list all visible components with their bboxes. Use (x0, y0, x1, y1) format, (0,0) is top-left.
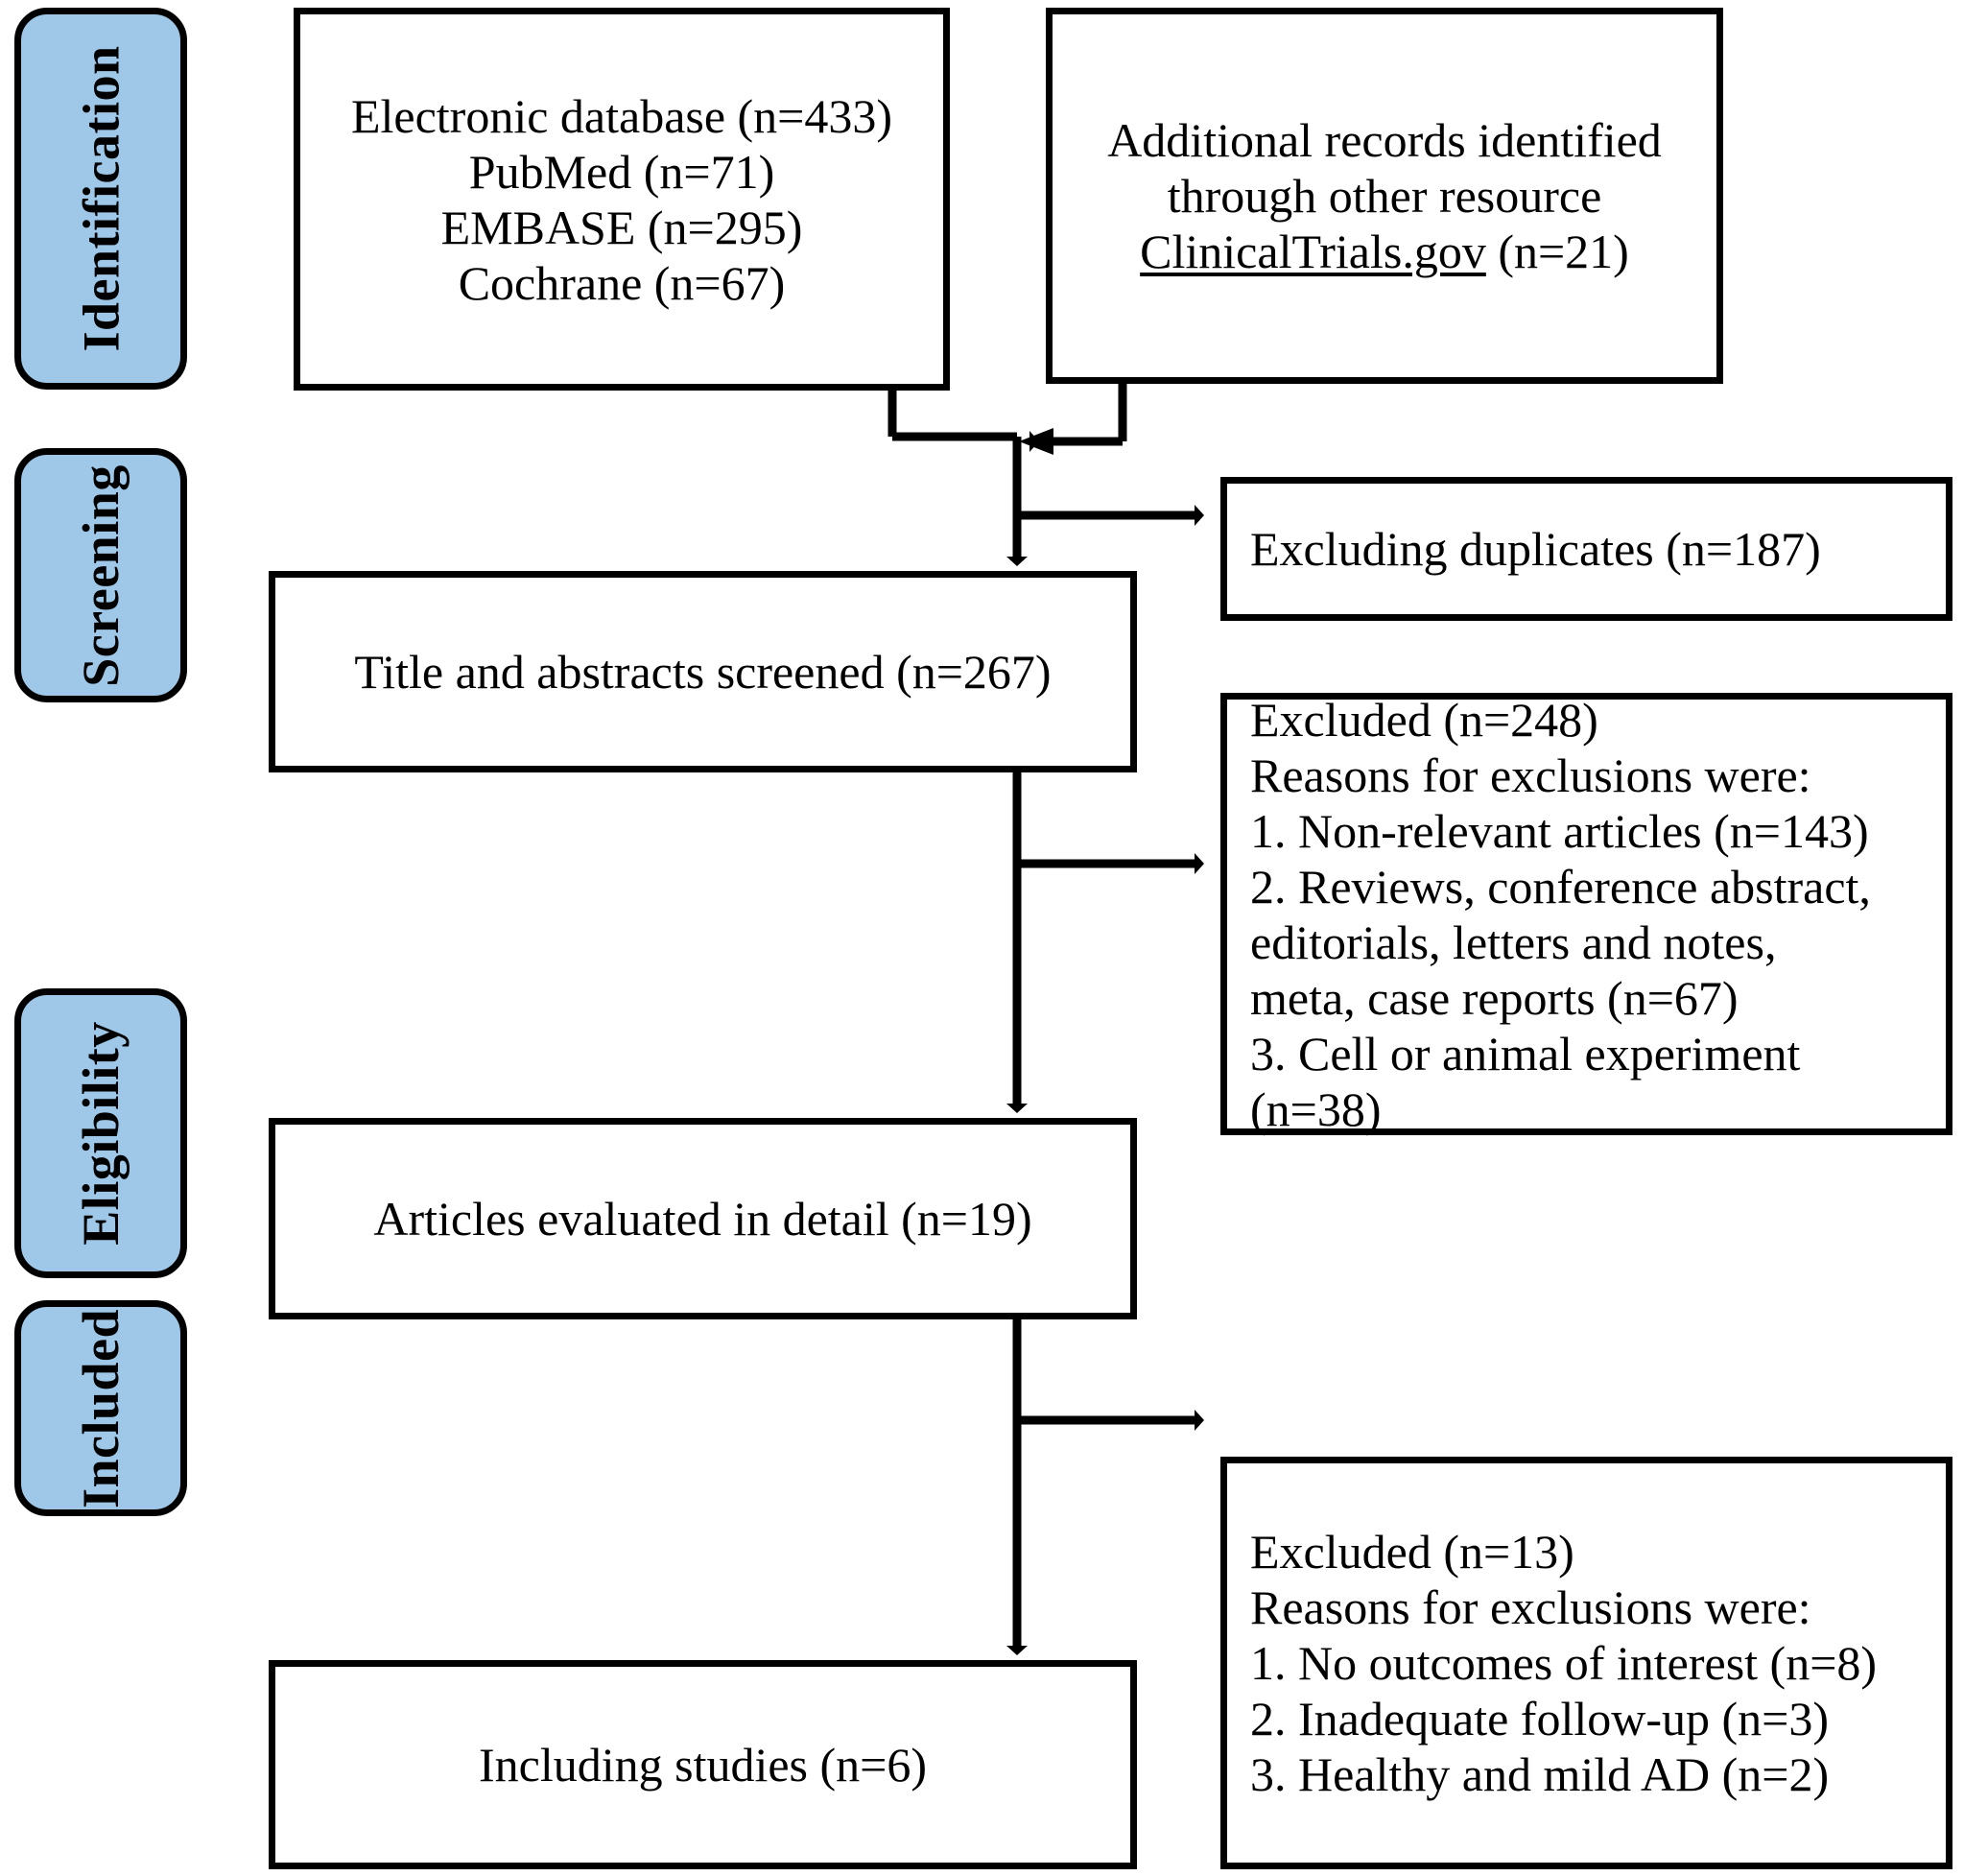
box-records-identified: Electronic database (n=433) PubMed (n=71… (294, 8, 950, 391)
box-additional-records: Additional records identified through ot… (1046, 8, 1723, 384)
clinicaltrials-link: ClinicalTrials.gov (1140, 225, 1486, 278)
excl-scr-line-8: (n=38) (1250, 1081, 1382, 1136)
excl-elig-line-3: 1. No outcomes of interest (n=8) (1250, 1636, 1878, 1690)
stage-label-included: Included (72, 1308, 130, 1508)
excluded-eligibility-text: Excluded (n=13) Reasons for exclusions w… (1227, 1524, 1946, 1802)
box-excluded-screening: Excluded (n=248) Reasons for exclusions … (1220, 692, 1952, 1137)
excl-elig-line-2: Reasons for exclusions were: (1250, 1580, 1811, 1634)
excl-scr-line-2: Reasons for exclusions were: (1250, 748, 1811, 802)
stage-pill-included: Included (14, 1300, 187, 1516)
additional-line-3: ClinicalTrials.gov (n=21) (1053, 224, 1716, 279)
records-line-3: EMBASE (n=295) (440, 200, 803, 254)
included-studies-text: Including studies (n=6) (478, 1738, 928, 1792)
excluding-duplicates-text: Excluding duplicates (n=187) (1250, 522, 1821, 576)
excl-scr-line-5: editorials, letters and notes, (1250, 914, 1777, 969)
additional-count: (n=21) (1485, 225, 1629, 278)
records-line-1: Electronic database (n=433) (350, 88, 893, 143)
stage-label-eligibility: Eligibility (72, 1021, 130, 1246)
stage-pill-identification: Identification (14, 8, 187, 390)
records-line-2: PubMed (n=71) (468, 144, 775, 199)
excl-scr-line-6: meta, case reports (n=67) (1250, 970, 1739, 1025)
excl-scr-line-3: 1. Non-relevant articles (n=143) (1250, 803, 1869, 858)
box-excluding-duplicates: Excluding duplicates (n=187) (1220, 477, 1952, 621)
additional-line-2: through other resource (1167, 169, 1602, 223)
excl-elig-line-1: Excluded (n=13) (1250, 1525, 1574, 1579)
excluded-screening-text: Excluded (n=248) Reasons for exclusions … (1227, 692, 1946, 1137)
box-evaluated: Articles evaluated in detail (n=19) (269, 1118, 1137, 1319)
excl-scr-line-7: 3. Cell or animal experiment (1250, 1026, 1801, 1080)
box-excluded-eligibility: Excluded (n=13) Reasons for exclusions w… (1220, 1457, 1952, 1869)
screened-text: Title and abstracts screened (n=267) (354, 645, 1052, 699)
stage-label-screening: Screening (72, 463, 130, 687)
evaluated-text: Articles evaluated in detail (n=19) (373, 1192, 1032, 1246)
records-identified-text: Electronic database (n=433) PubMed (n=71… (300, 88, 943, 311)
excl-scr-line-1: Excluded (n=248) (1250, 692, 1598, 747)
stage-pill-eligibility: Eligibility (14, 988, 187, 1278)
excl-scr-line-4: 2. Reviews, conference abstract, (1250, 859, 1871, 914)
records-line-4: Cochrane (n=67) (458, 255, 786, 310)
excl-elig-line-5: 3. Healthy and mild AD (n=2) (1250, 1747, 1830, 1801)
stage-label-identification: Identification (72, 45, 130, 352)
additional-records-text: Additional records identified through ot… (1053, 112, 1716, 279)
box-screened: Title and abstracts screened (n=267) (269, 571, 1137, 772)
excl-elig-line-4: 2. Inadequate follow-up (n=3) (1250, 1692, 1830, 1745)
additional-line-1: Additional records identified (1107, 113, 1662, 167)
box-included-studies: Including studies (n=6) (269, 1660, 1137, 1869)
stage-pill-screening: Screening (14, 448, 187, 702)
arrowhead-left-merge (1019, 428, 1053, 455)
